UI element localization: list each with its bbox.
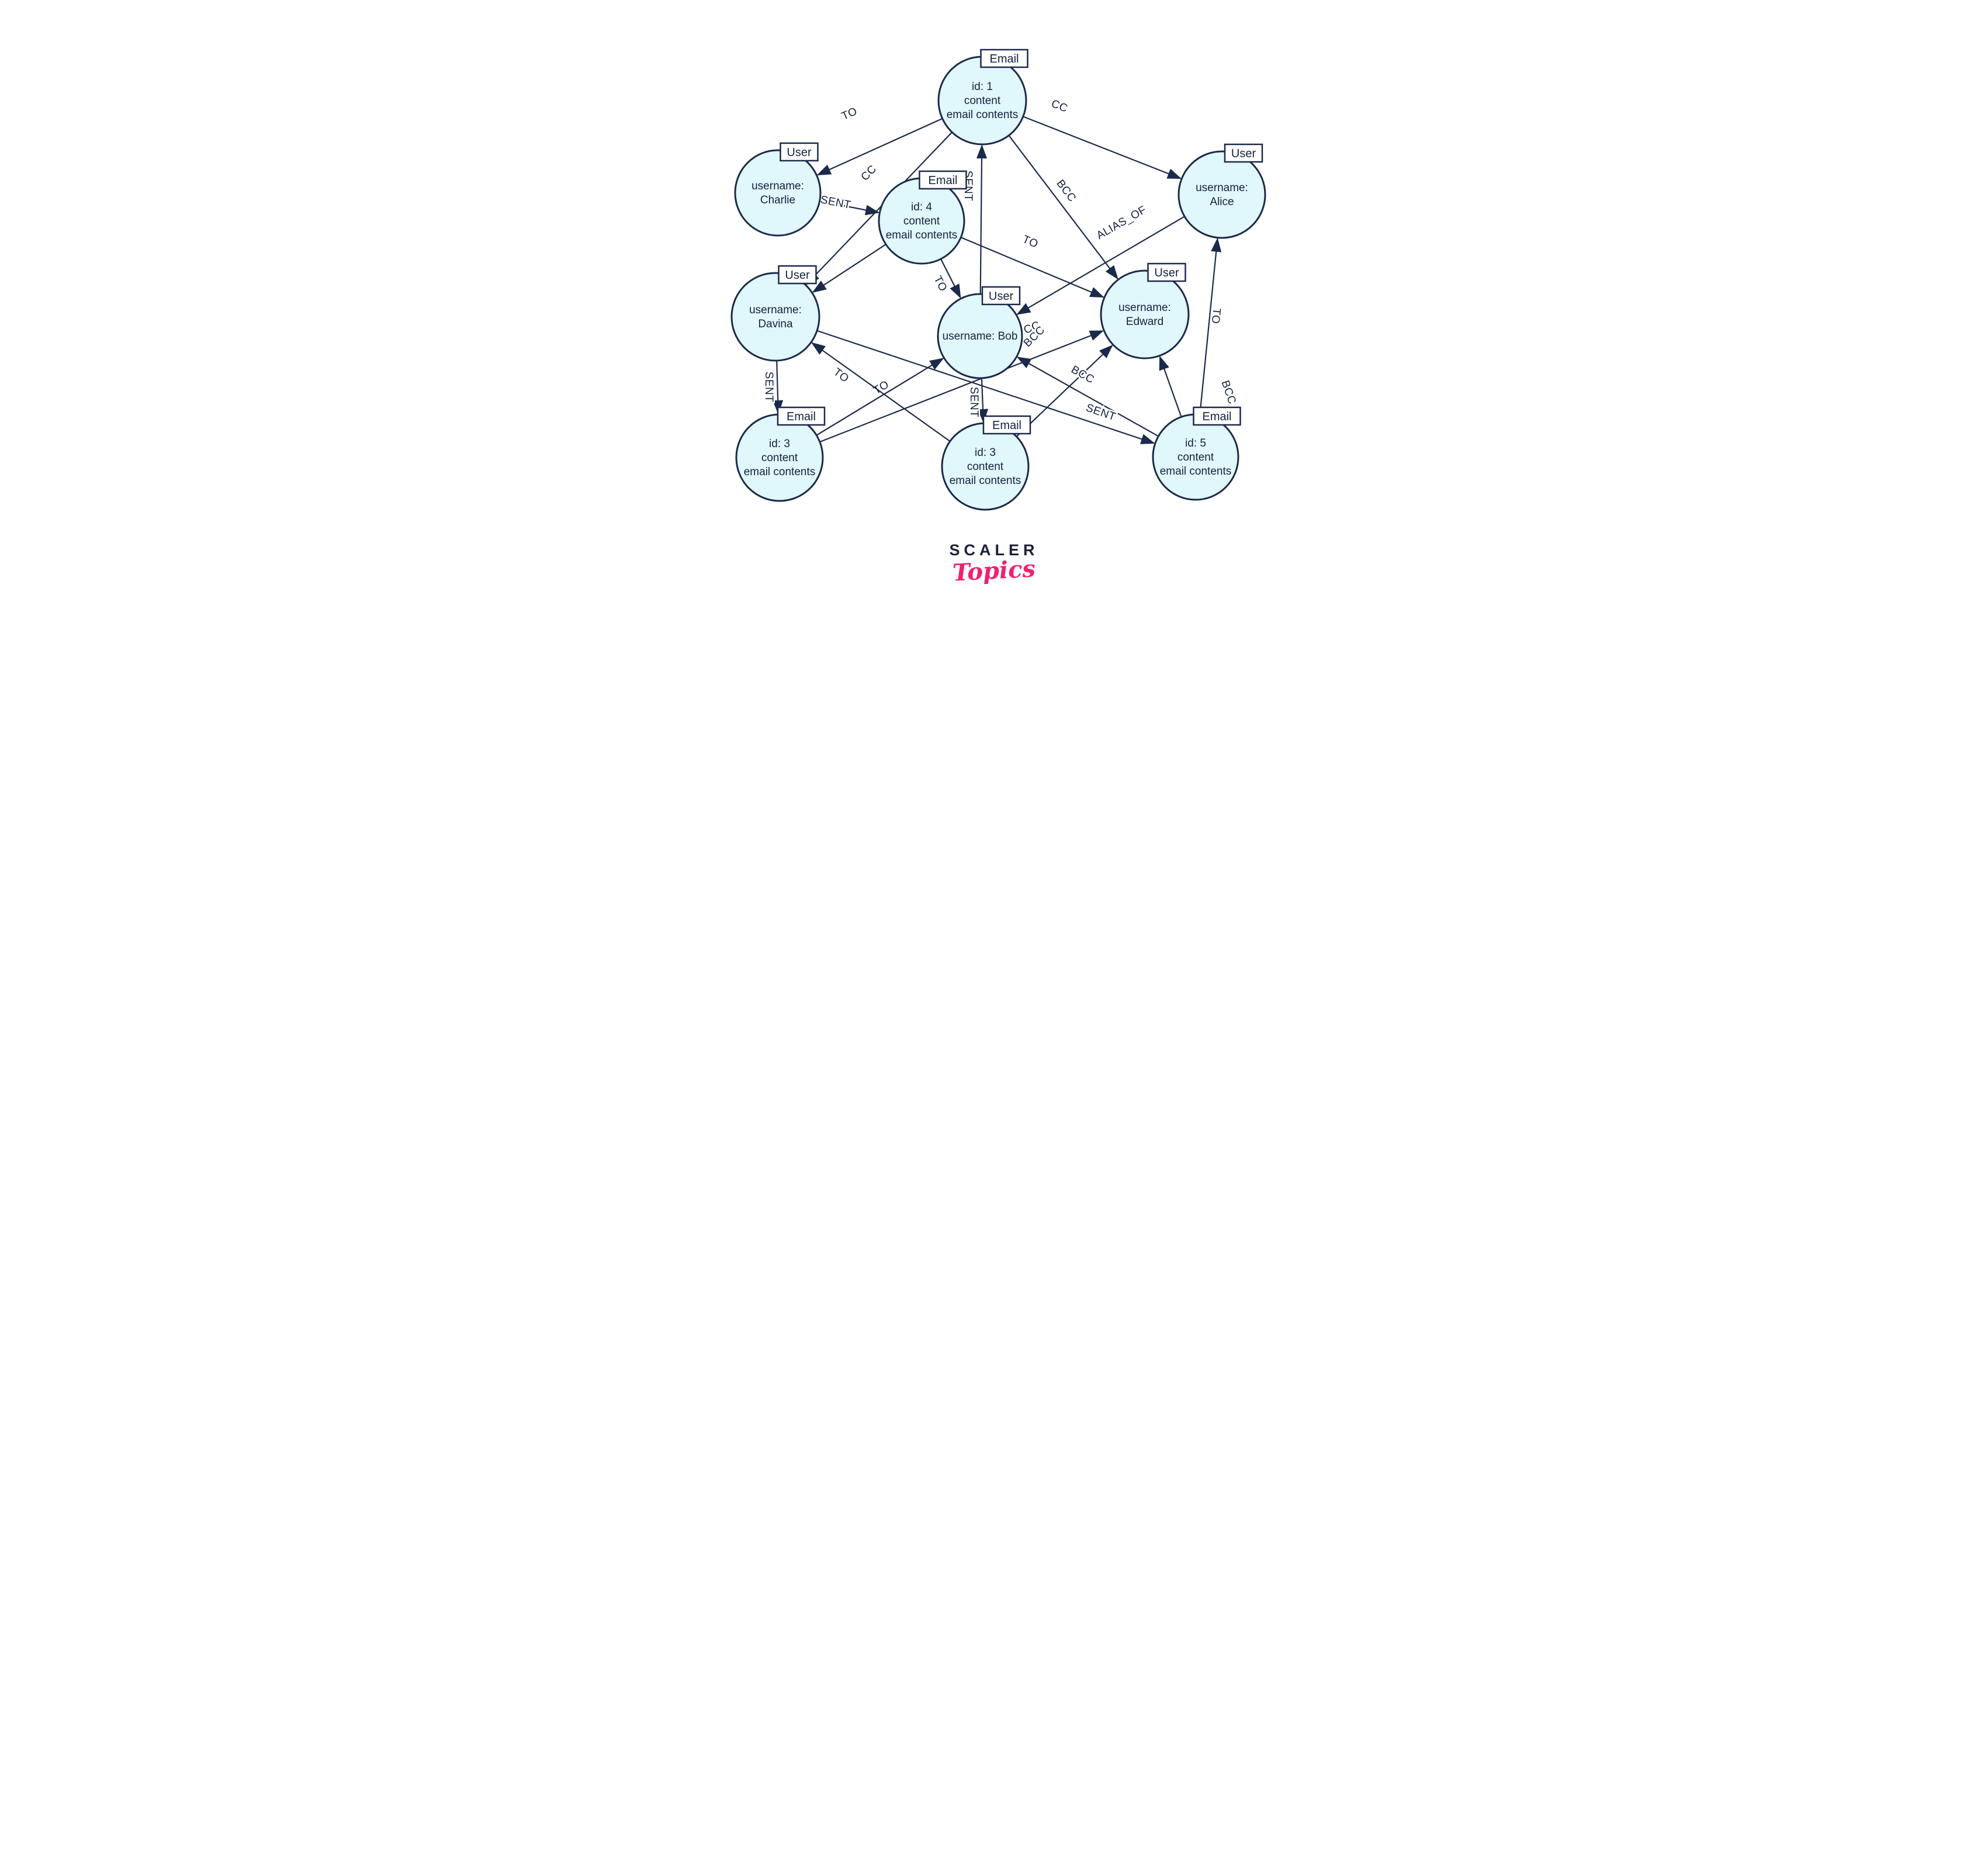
node-circle-edward bbox=[1100, 269, 1190, 359]
node-badge-text-email3a: Email bbox=[787, 410, 816, 423]
node-circle-davina bbox=[730, 272, 820, 362]
edge-label-to: TO bbox=[840, 105, 859, 123]
node-badge-email3a: Email bbox=[777, 406, 826, 426]
edge-davina-email3a-sent: SENT bbox=[761, 360, 784, 415]
edge-label-cc: CC bbox=[1050, 98, 1069, 115]
edge-bob-email3b-sent: SENT bbox=[967, 378, 989, 424]
edge-label-to: TO bbox=[931, 274, 949, 294]
edge-email1-charlie-to: TO bbox=[816, 103, 943, 176]
node-badge-text-email5: Email bbox=[1202, 410, 1231, 423]
edge-email1-edward-bcc: BCC bbox=[1008, 135, 1118, 280]
node-text-charlie: username:Charlie bbox=[751, 180, 804, 206]
node-edward: username:Edward User bbox=[1100, 262, 1190, 359]
node-circle-bob bbox=[937, 293, 1023, 379]
diagram-canvas: TOCCCCBCCSENTSENTTOTOTOALIAS_OFTOSENTTOC… bbox=[663, 0, 1325, 621]
node-badge-text-bob: User bbox=[989, 290, 1014, 303]
edge-email4-bob-to: TO bbox=[930, 258, 961, 299]
node-badge-edward: User bbox=[1147, 262, 1186, 282]
node-alice: username:Alice User bbox=[1177, 143, 1266, 239]
node-badge-alice: User bbox=[1224, 143, 1263, 163]
edge-email3b-davina-to: TO bbox=[811, 342, 951, 442]
edge-label-to: TO bbox=[1209, 307, 1223, 324]
node-text-davina: username:Davina bbox=[749, 304, 802, 330]
node-badge-charlie: User bbox=[780, 142, 819, 162]
node-badge-text-edward: User bbox=[1154, 267, 1179, 279]
node-circle-alice bbox=[1177, 150, 1266, 239]
node-badge-text-davina: User bbox=[785, 269, 810, 282]
edge-label-alias_of: ALIAS_OF bbox=[1095, 203, 1149, 242]
node-badge-email1: Email bbox=[980, 49, 1028, 68]
edge-label-sent: SENT bbox=[968, 387, 980, 418]
graph-diagram-svg: TOCCCCBCCSENTSENTTOTOTOALIAS_OFTOSENTTOC… bbox=[730, 49, 1266, 511]
node-badge-text-charlie: User bbox=[787, 146, 812, 159]
node-circle-charlie bbox=[734, 149, 822, 237]
node-text-bob: username: Bob bbox=[943, 330, 1018, 343]
node-badge-email4: Email bbox=[919, 170, 967, 190]
node-badge-text-email3b: Email bbox=[992, 419, 1021, 432]
node-badge-email5: Email bbox=[1193, 406, 1241, 426]
edge-label-sent: SENT bbox=[763, 372, 775, 403]
edge-label-to: TO bbox=[1021, 233, 1040, 251]
edge-label-cc: CC bbox=[859, 163, 879, 184]
node-badge-text-email1: Email bbox=[989, 53, 1019, 65]
edge-label-sent: SENT bbox=[1084, 402, 1117, 423]
edge-email1-alice-cc: CC bbox=[1023, 96, 1182, 179]
edge-label-sent: SENT bbox=[819, 193, 852, 212]
node-badge-text-alice: User bbox=[1231, 147, 1256, 160]
edge-label-bcc: BCC bbox=[1218, 379, 1238, 406]
edge-charlie-email4-sent: SENT bbox=[818, 192, 880, 216]
node-text-alice: username:Alice bbox=[1196, 182, 1248, 208]
node-text-edward: username:Edward bbox=[1118, 302, 1171, 328]
node-davina: username:Davina User bbox=[730, 265, 820, 362]
edge-email5-alice-to: TO bbox=[1199, 237, 1224, 415]
node-badge-text-email4: Email bbox=[928, 174, 957, 187]
node-charlie: username:Charlie User bbox=[734, 142, 822, 237]
node-badge-email3b: Email bbox=[982, 415, 1031, 435]
node-badge-bob: User bbox=[981, 286, 1021, 306]
node-badge-davina: User bbox=[778, 265, 817, 285]
node-bob: username: Bob User bbox=[937, 286, 1023, 379]
